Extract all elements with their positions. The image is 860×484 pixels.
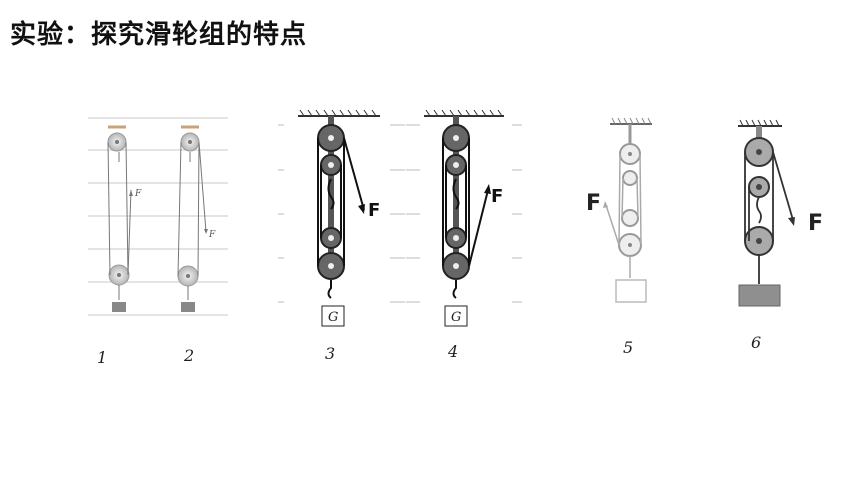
weight-label-3: G bbox=[328, 310, 338, 325]
force-label-5: F bbox=[586, 191, 601, 216]
figure-1: F bbox=[107, 125, 142, 312]
figure-number-4: 4 bbox=[448, 342, 459, 361]
figure-number-2: 2 bbox=[184, 346, 195, 365]
force-label-1: F bbox=[134, 189, 142, 199]
force-label-6: F bbox=[808, 211, 823, 236]
figure-5: F bbox=[586, 117, 652, 303]
figure-number-5: 5 bbox=[623, 338, 634, 357]
figure-1-2-panel bbox=[88, 117, 228, 316]
page-title: 实验：探究滑轮组的特点 bbox=[10, 20, 308, 50]
force-label-4: F bbox=[491, 186, 503, 207]
figure-4: F G bbox=[406, 109, 522, 327]
figure-2: F bbox=[177, 125, 216, 312]
figure-3: F G bbox=[278, 109, 405, 327]
weight-label-4: G bbox=[451, 310, 461, 325]
figure-6: F bbox=[738, 119, 823, 307]
figure-number-3: 3 bbox=[325, 344, 336, 363]
force-label-3: F bbox=[368, 200, 380, 221]
force-label-2: F bbox=[208, 230, 216, 240]
figure-number-1: 1 bbox=[97, 348, 108, 367]
figure-number-6: 6 bbox=[751, 333, 762, 352]
